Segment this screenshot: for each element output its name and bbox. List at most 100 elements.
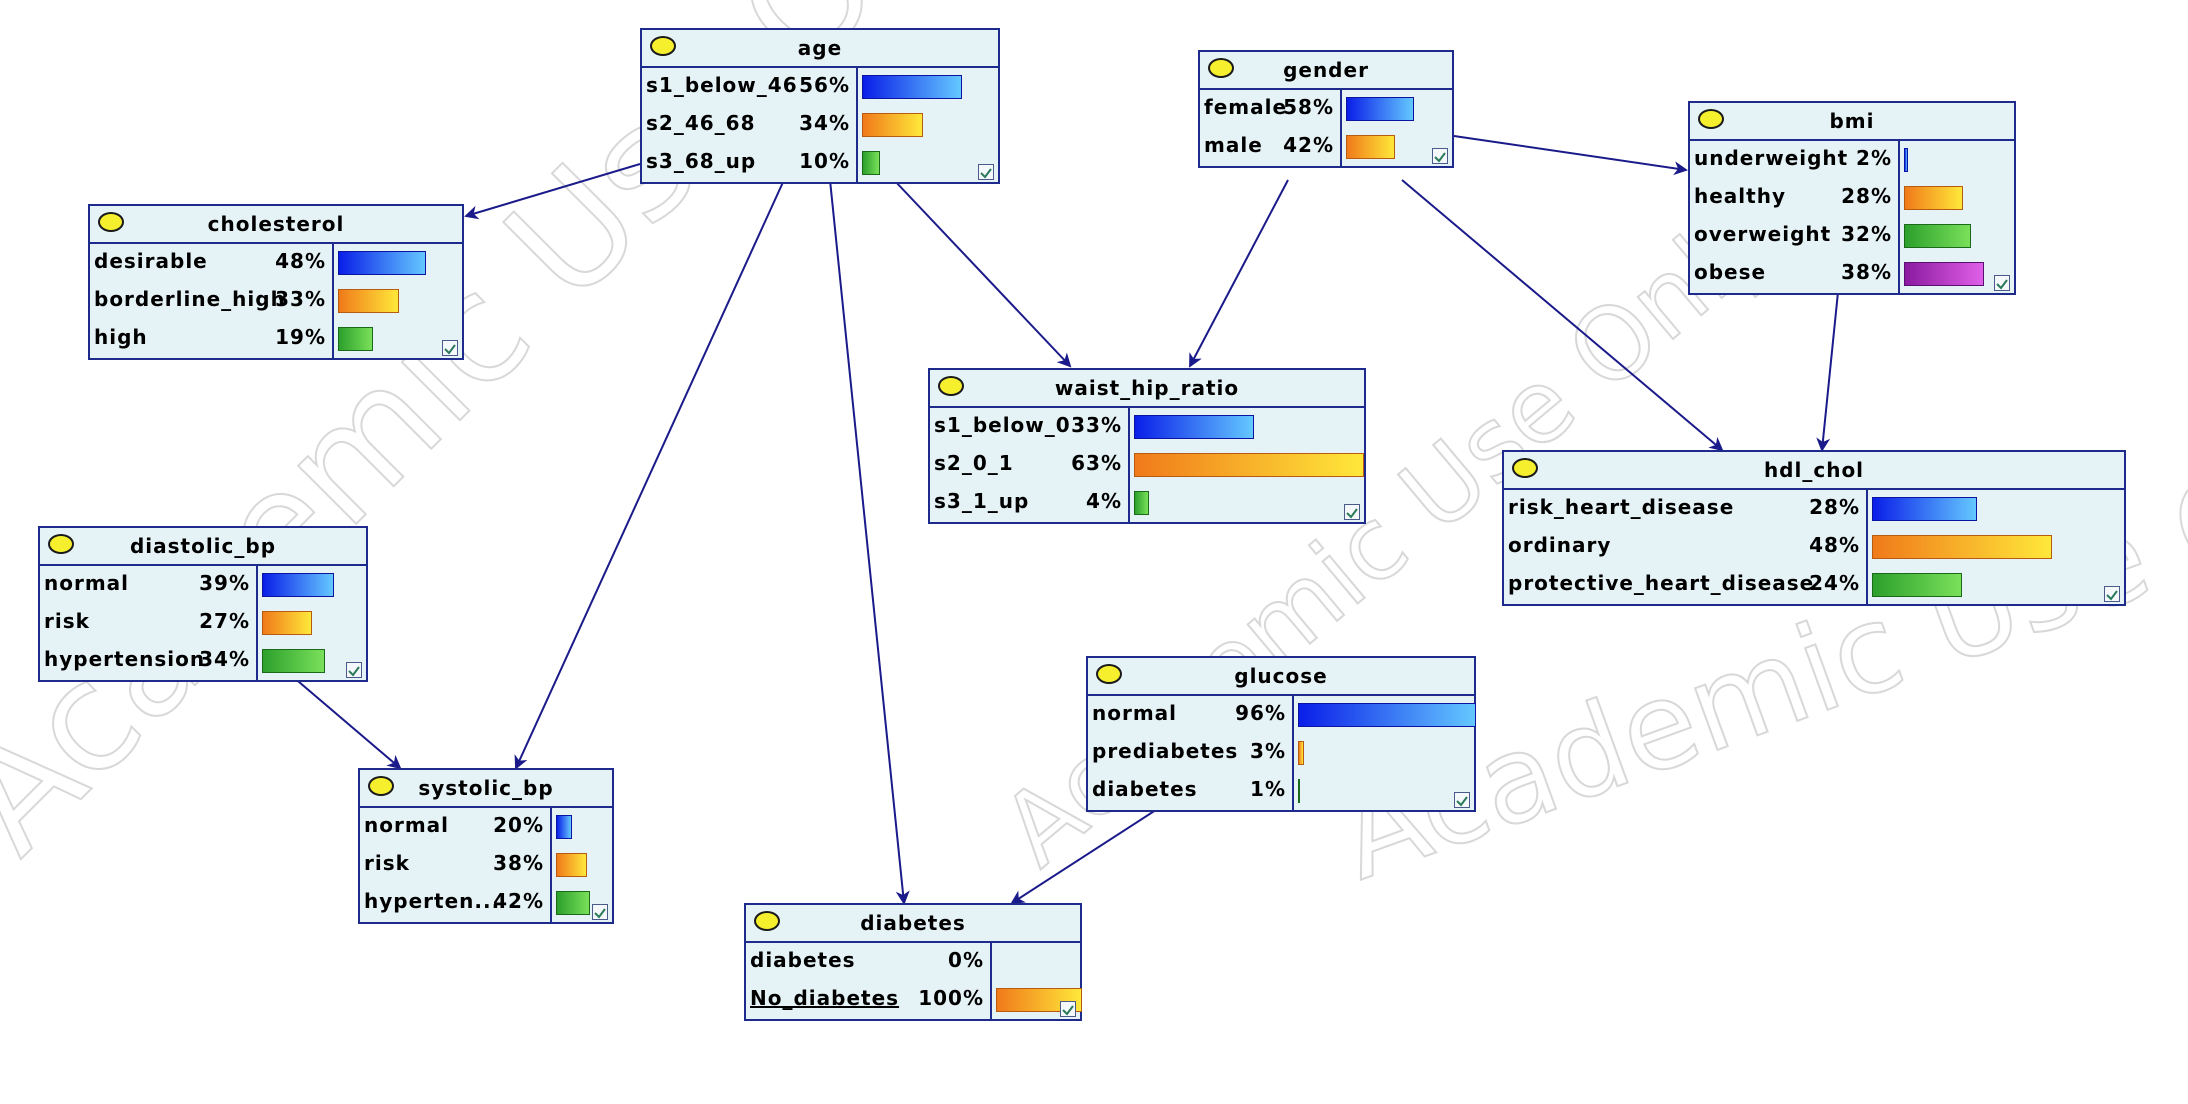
status-bulb-icon [98, 212, 124, 232]
state-percent: 38% [1841, 260, 1892, 284]
checkbox-icon[interactable] [346, 662, 362, 678]
status-bulb-icon [754, 911, 780, 931]
probability-bar [338, 289, 399, 313]
state-label: normal [364, 813, 450, 837]
checkbox-icon[interactable] [1454, 792, 1470, 808]
checkbox-icon[interactable] [1994, 275, 2010, 291]
state-percent: 1% [1250, 777, 1286, 801]
status-bulb-icon [650, 36, 676, 56]
checkbox-icon[interactable] [1432, 148, 1448, 164]
state-percent: 2% [1856, 146, 1892, 170]
edge-age-to-waist-hip-ratio [893, 179, 1072, 368]
checkbox-icon[interactable] [1344, 504, 1360, 520]
node-header[interactable]: systolic_bp [360, 770, 612, 808]
node-header[interactable]: cholesterol [90, 206, 462, 244]
state-percent: 10% [799, 149, 850, 173]
probability-bar [862, 113, 923, 137]
edge-age-to-diabetes [829, 179, 910, 905]
state-label: high [94, 325, 148, 349]
node-header[interactable]: age [642, 30, 998, 68]
status-bulb-icon [1208, 58, 1234, 78]
checkbox-icon[interactable] [978, 164, 994, 180]
state-percent: 33% [275, 287, 326, 311]
checkbox-icon[interactable] [2104, 586, 2120, 602]
probability-bar [262, 649, 325, 673]
node-title: gender [1283, 58, 1369, 82]
node-header[interactable]: waist_hip_ratio [930, 370, 1364, 408]
bar-divider [1292, 696, 1294, 812]
state-label: normal [44, 571, 130, 595]
state-label: prediabetes [1092, 739, 1239, 763]
bar-divider [1866, 490, 1868, 606]
probability-bar [1346, 135, 1395, 159]
probability-bar [862, 75, 962, 99]
state-label: normal [1092, 701, 1178, 725]
edge-age-to-systolic-bp [514, 179, 785, 770]
checkbox-icon[interactable] [442, 340, 458, 356]
node-header[interactable]: bmi [1690, 103, 2014, 141]
state-label: s3_1_up [934, 489, 1030, 513]
state-row[interactable]: hyperten...42% [360, 886, 616, 916]
bar-divider [990, 943, 992, 1021]
probability-bar [1134, 491, 1149, 515]
node-header[interactable]: diastolic_bp [40, 528, 366, 566]
node-header[interactable]: gender [1200, 52, 1452, 90]
status-bulb-icon [48, 534, 74, 554]
state-label: risk [364, 851, 410, 875]
node-header[interactable]: hdl_chol [1504, 452, 2124, 490]
node-title: waist_hip_ratio [1054, 376, 1240, 400]
node-header[interactable]: glucose [1088, 658, 1474, 696]
probability-bar [556, 853, 587, 877]
state-row[interactable]: prediabetes 3% [1088, 736, 1478, 766]
checkbox-icon[interactable] [592, 904, 608, 920]
state-percent: 48% [1809, 533, 1860, 557]
checkbox-icon[interactable] [1060, 1001, 1076, 1017]
probability-bar [1904, 262, 1984, 286]
state-percent: 3% [1250, 739, 1286, 763]
node-header[interactable]: diabetes [746, 905, 1080, 943]
